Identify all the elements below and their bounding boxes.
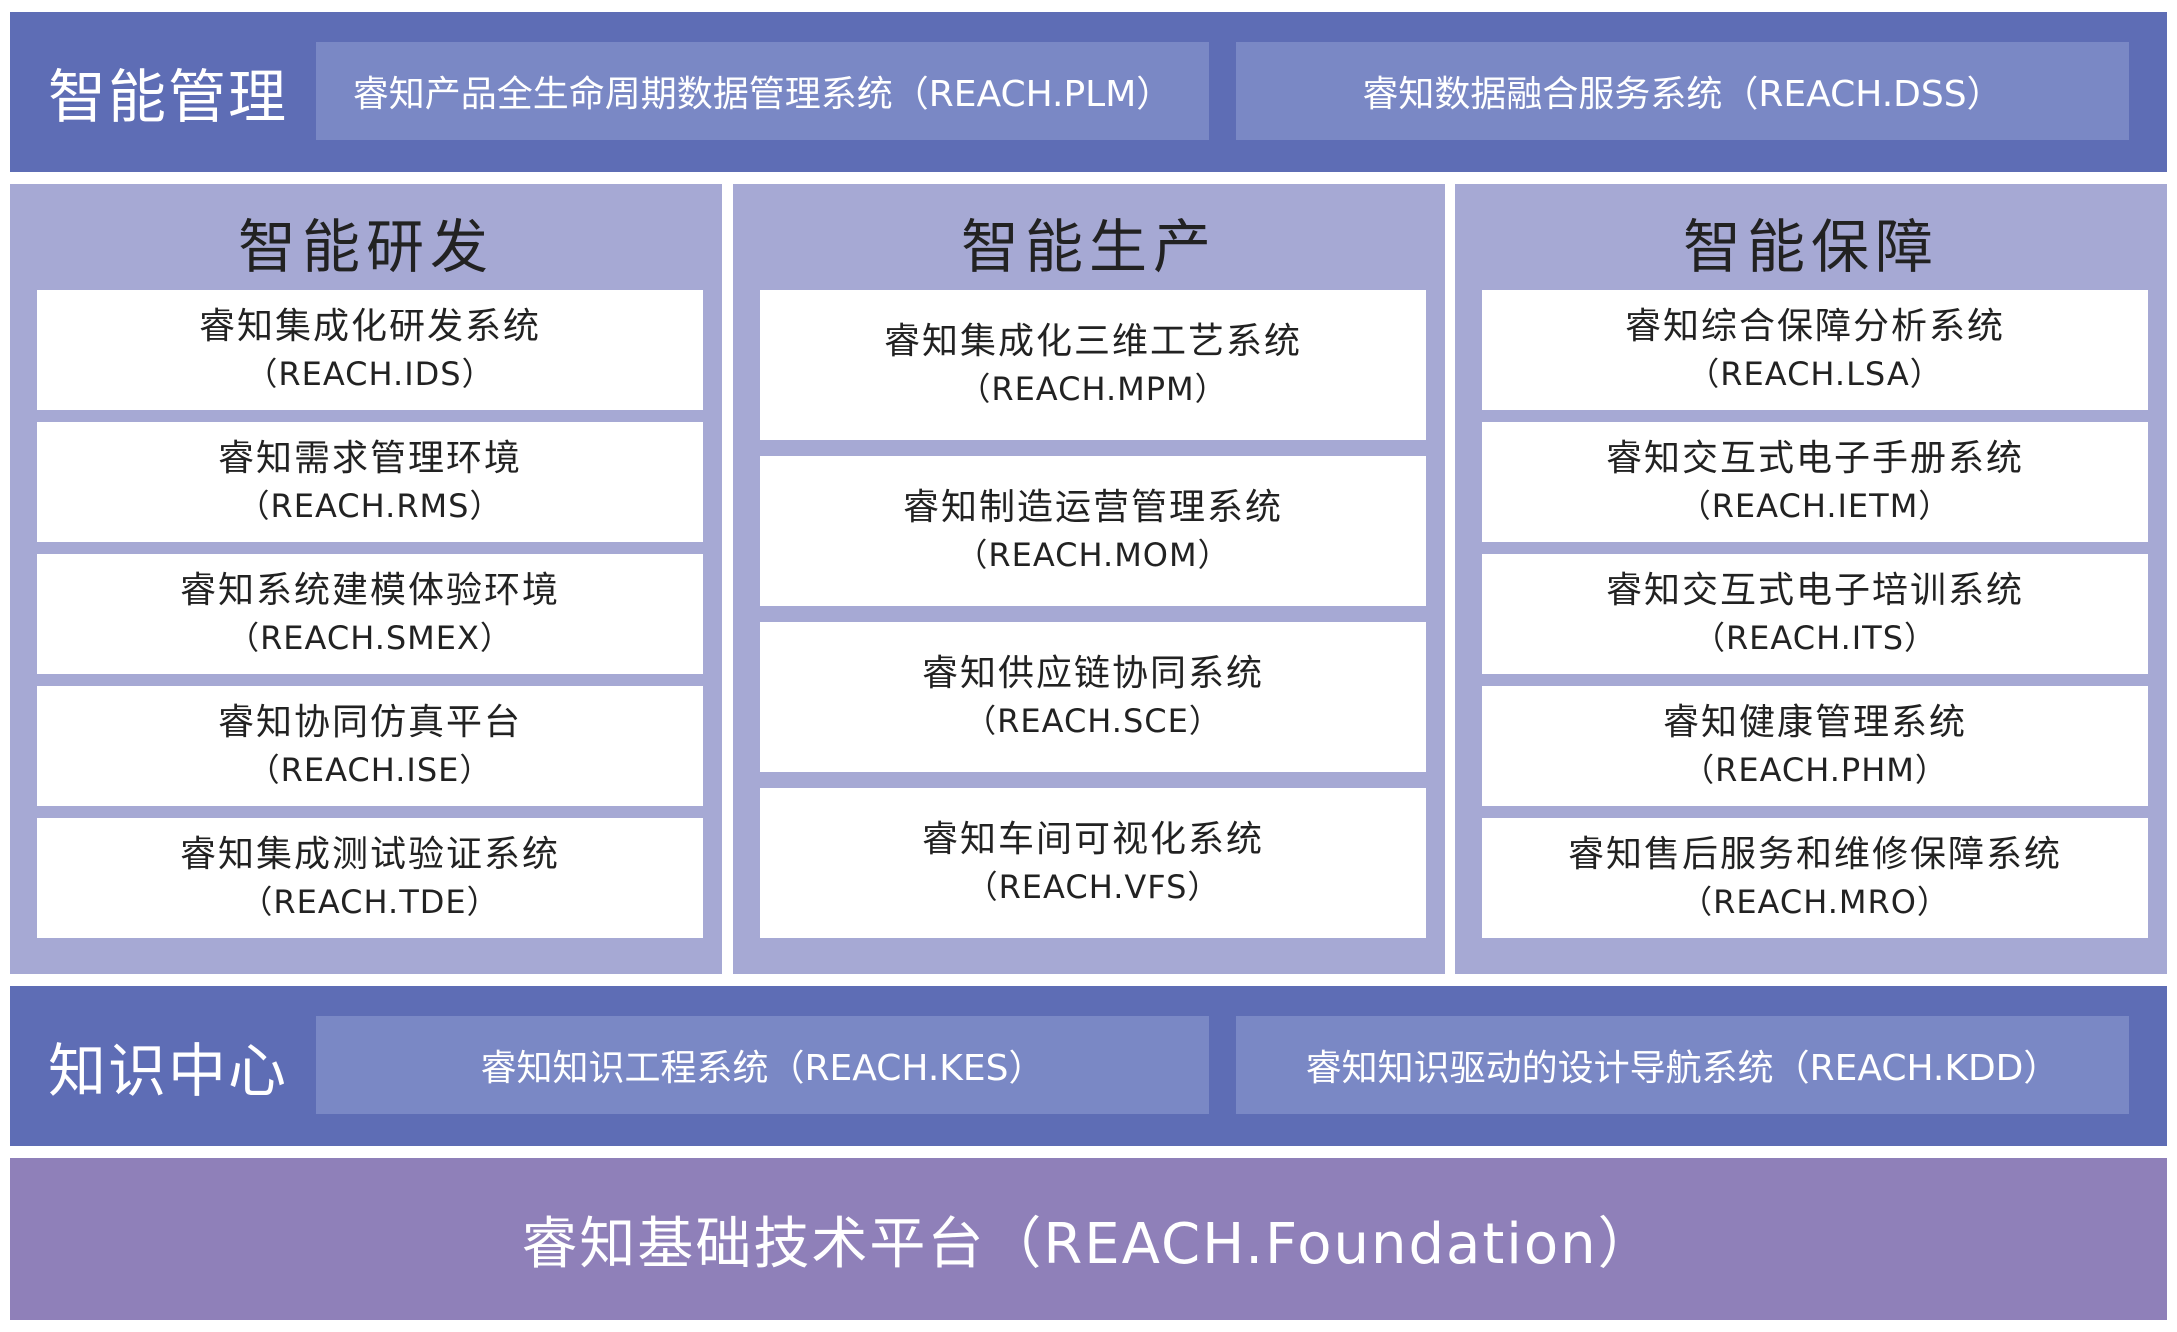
its-system-card: 睿知交互式电子培训系统 （REACH.ITS） — [1482, 554, 2148, 674]
ise-system-card: 睿知协同仿真平台 （REACH.ISE） — [37, 686, 703, 806]
vfs-system-card: 睿知车间可视化系统 （REACH.VFS） — [760, 788, 1426, 938]
phm-system-code: （REACH.PHM） — [1682, 751, 1948, 789]
mro-system-code: （REACH.MRO） — [1680, 883, 1950, 921]
plm-system-box: 睿知产品全生命周期数据管理系统（REACH.PLM） — [316, 42, 1209, 140]
ietm-system-code: （REACH.IETM） — [1678, 487, 1952, 525]
support-column: 智能保障 睿知综合保障分析系统 （REACH.LSA） 睿知交互式电子手册系统 … — [1455, 184, 2167, 974]
ids-system-card: 睿知集成化研发系统 （REACH.IDS） — [37, 290, 703, 410]
sce-system-card: 睿知供应链协同系统 （REACH.SCE） — [760, 622, 1426, 772]
smex-system-code: （REACH.SMEX） — [227, 619, 513, 657]
vfs-system-code: （REACH.VFS） — [965, 868, 1221, 906]
mpm-system-code: （REACH.MPM） — [958, 370, 1228, 408]
vfs-system-name: 睿知车间可视化系统 — [921, 819, 1264, 860]
rms-system-code: （REACH.RMS） — [237, 487, 503, 525]
smex-system-name: 睿知系统建模体验环境 — [179, 570, 560, 611]
lsa-system-card: 睿知综合保障分析系统 （REACH.LSA） — [1482, 290, 2148, 410]
its-system-name: 睿知交互式电子培训系统 — [1605, 570, 2024, 611]
management-band: 智能管理 睿知产品全生命周期数据管理系统（REACH.PLM） 睿知数据融合服务… — [10, 12, 2167, 172]
dss-system-box: 睿知数据融合服务系统（REACH.DSS） — [1236, 42, 2129, 140]
its-system-code: （REACH.ITS） — [1692, 619, 1938, 657]
rnd-column: 智能研发 睿知集成化研发系统 （REACH.IDS） 睿知需求管理环境 （REA… — [10, 184, 722, 974]
ise-system-code: （REACH.ISE） — [247, 751, 493, 789]
tde-system-code: （REACH.TDE） — [240, 883, 500, 921]
knowledge-band: 知识中心 睿知知识工程系统（REACH.KES） 睿知知识驱动的设计导航系统（R… — [10, 986, 2167, 1146]
mom-system-code: （REACH.MOM） — [955, 536, 1231, 574]
management-label: 智能管理 — [48, 63, 289, 131]
kes-system-box: 睿知知识工程系统（REACH.KES） — [316, 1016, 1209, 1114]
sce-system-code: （REACH.SCE） — [964, 702, 1222, 740]
mro-system-card: 睿知售后服务和维修保障系统 （REACH.MRO） — [1482, 818, 2148, 938]
phm-system-card: 睿知健康管理系统 （REACH.PHM） — [1482, 686, 2148, 806]
lsa-system-code: （REACH.LSA） — [1687, 355, 1943, 393]
mom-system-card: 睿知制造运营管理系统 （REACH.MOM） — [760, 456, 1426, 606]
ise-system-name: 睿知协同仿真平台 — [217, 702, 522, 743]
sce-system-name: 睿知供应链协同系统 — [921, 653, 1264, 694]
tde-system-name: 睿知集成测试验证系统 — [179, 834, 560, 875]
mpm-system-name: 睿知集成化三维工艺系统 — [883, 321, 1302, 362]
knowledge-label: 知识中心 — [48, 1037, 289, 1105]
support-column-title: 智能保障 — [1682, 213, 1939, 281]
production-column-title: 智能生产 — [960, 213, 1217, 281]
smex-system-card: 睿知系统建模体验环境 （REACH.SMEX） — [37, 554, 703, 674]
ietm-system-name: 睿知交互式电子手册系统 — [1605, 438, 2024, 479]
ietm-system-card: 睿知交互式电子手册系统 （REACH.IETM） — [1482, 422, 2148, 542]
production-column: 智能生产 睿知集成化三维工艺系统 （REACH.MPM） 睿知制造运营管理系统 … — [733, 184, 1445, 974]
mpm-system-card: 睿知集成化三维工艺系统 （REACH.MPM） — [760, 290, 1426, 440]
phm-system-name: 睿知健康管理系统 — [1662, 702, 1967, 743]
mom-system-name: 睿知制造运营管理系统 — [902, 487, 1283, 528]
rnd-column-title: 智能研发 — [237, 213, 494, 281]
foundation-label: 睿知基础技术平台（REACH.Foundation） — [521, 1211, 1656, 1277]
ids-system-name: 睿知集成化研发系统 — [198, 306, 541, 347]
rms-system-card: 睿知需求管理环境 （REACH.RMS） — [37, 422, 703, 542]
ids-system-code: （REACH.IDS） — [245, 355, 495, 393]
mro-system-name: 睿知售后服务和维修保障系统 — [1567, 834, 2062, 875]
lsa-system-name: 睿知综合保障分析系统 — [1624, 306, 2005, 347]
rms-system-name: 睿知需求管理环境 — [217, 438, 522, 479]
kdd-system-box: 睿知知识驱动的设计导航系统（REACH.KDD） — [1236, 1016, 2129, 1114]
tde-system-card: 睿知集成测试验证系统 （REACH.TDE） — [37, 818, 703, 938]
foundation-band: 睿知基础技术平台（REACH.Foundation） — [10, 1158, 2167, 1320]
